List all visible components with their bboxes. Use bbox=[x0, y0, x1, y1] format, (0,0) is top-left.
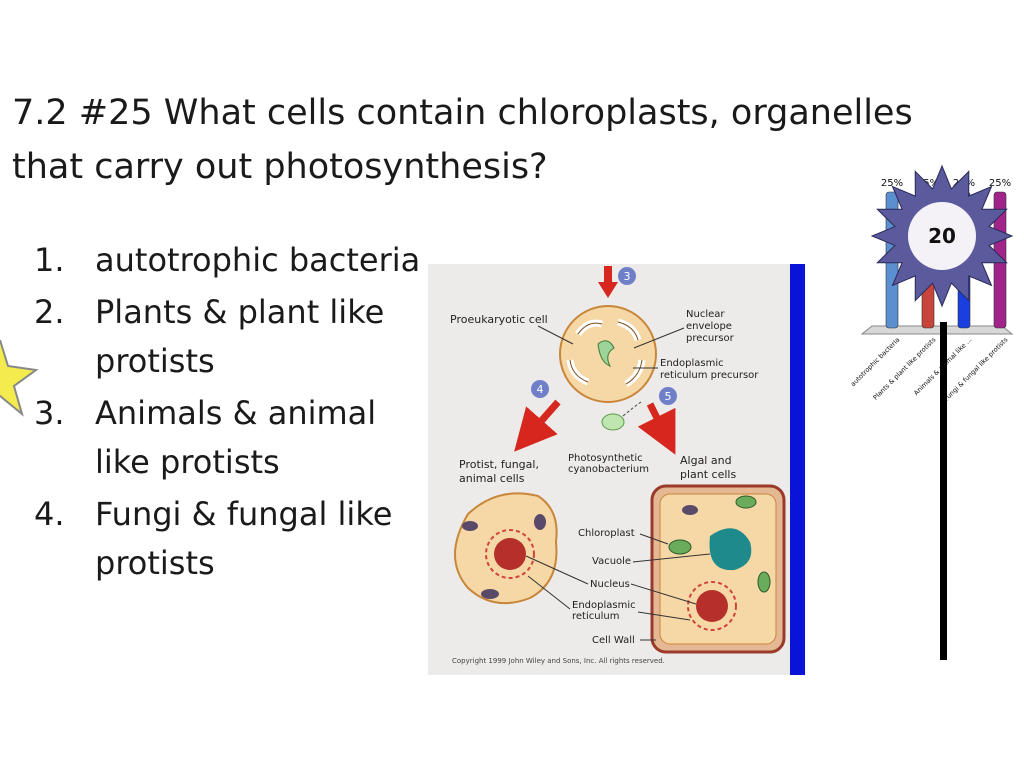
label-nuclear: Nuclear bbox=[686, 309, 725, 320]
category-label: Fungi & fungal like protists bbox=[942, 335, 1009, 402]
question-title-line2: that carry out photosynthesis? bbox=[12, 147, 548, 187]
label-algal: Algal and bbox=[680, 454, 732, 467]
option-number: 3. bbox=[34, 394, 65, 432]
countdown-timer: 20 bbox=[870, 164, 1014, 308]
countdown-center bbox=[908, 202, 976, 270]
copyright-notice: Copyright 1999 John Wiley and Sons, Inc.… bbox=[452, 657, 665, 665]
cyanobacterium bbox=[601, 413, 625, 431]
arrow-right bbox=[637, 402, 676, 455]
option-text: autotrophic bacteria bbox=[95, 241, 421, 279]
question-title-line1: 7.2 #25 What cells contain chloroplasts,… bbox=[12, 93, 913, 133]
category-label: Plants & plant like protists bbox=[872, 335, 938, 401]
label-photosynthetic: Photosynthetic bbox=[568, 453, 643, 464]
answer-option-1[interactable]: 1. autotrophic bacteria bbox=[34, 236, 424, 285]
label-chloroplast: Chloroplast bbox=[578, 528, 635, 539]
option-number: 1. bbox=[34, 241, 65, 279]
label-cell-wall: Cell Wall bbox=[592, 635, 635, 646]
option-text: Fungi & fungal like protists bbox=[95, 495, 393, 582]
answer-options: 1. autotrophic bacteria 2. Plants & plan… bbox=[34, 236, 424, 591]
option-number: 4. bbox=[34, 495, 65, 533]
label-precursor: precursor bbox=[686, 333, 735, 344]
label-nucleus: Nucleus bbox=[590, 579, 630, 590]
label-er-precursor: reticulum precursor bbox=[660, 370, 759, 381]
countdown-value: 20 bbox=[928, 224, 956, 248]
poll-results-chart: 25%25%25%25% autotrophic bacteriaPlants … bbox=[849, 164, 1014, 660]
bar-value-label: 25% bbox=[917, 178, 939, 189]
chart-floor bbox=[860, 325, 1014, 335]
label-protist: Protist, fungal, bbox=[459, 458, 539, 471]
option-number: 2. bbox=[34, 293, 65, 331]
answer-option-3[interactable]: 3. Animals & animal like protists bbox=[34, 389, 424, 487]
label-animal-cells: animal cells bbox=[459, 472, 525, 485]
answer-option-2[interactable]: 2. Plants & plant like protists bbox=[34, 288, 424, 386]
option-text: Plants & plant like protists bbox=[95, 293, 385, 380]
star-icon bbox=[0, 340, 39, 417]
bar-value-label: 25% bbox=[881, 178, 903, 189]
answer-option-4[interactable]: 4. Fungi & fungal like protists bbox=[34, 490, 424, 588]
step-badge-4: 4 bbox=[531, 380, 549, 398]
vertical-divider bbox=[940, 322, 947, 660]
label-vacuole: Vacuole bbox=[592, 556, 631, 567]
arrow-left bbox=[514, 399, 561, 452]
label-prokaryotic-cell: Proeukaryotic cell bbox=[450, 313, 548, 326]
label-cyanobacterium: cyanobacterium bbox=[568, 464, 649, 475]
plant-cell bbox=[650, 484, 786, 654]
blue-bar bbox=[790, 264, 805, 675]
step-badge-5: 5 bbox=[659, 387, 677, 405]
animal-cell bbox=[454, 492, 558, 605]
label-envelope: envelope bbox=[686, 321, 732, 332]
step-number: 3 bbox=[624, 270, 631, 283]
endosymbiosis-diagram: 3 Proeukaryotic cell Nuclear envelope pr… bbox=[428, 264, 805, 675]
step-number: 5 bbox=[665, 390, 672, 403]
top-arrow bbox=[598, 266, 618, 298]
question-title: 7.2 #25 What cells contain chloroplasts,… bbox=[12, 86, 962, 194]
option-text: Animals & animal like protists bbox=[95, 394, 377, 481]
label-endoplasmic: Endoplasmic bbox=[572, 600, 636, 611]
step-badge-3: 3 bbox=[618, 267, 636, 285]
label-reticulum: reticulum bbox=[572, 611, 619, 622]
label-er: Endoplasmic bbox=[660, 358, 724, 369]
bar-value-label: 25% bbox=[989, 178, 1011, 189]
label-plant-cells: plant cells bbox=[680, 468, 736, 481]
prokaryotic-cell bbox=[559, 305, 657, 403]
step-number: 4 bbox=[537, 383, 544, 396]
